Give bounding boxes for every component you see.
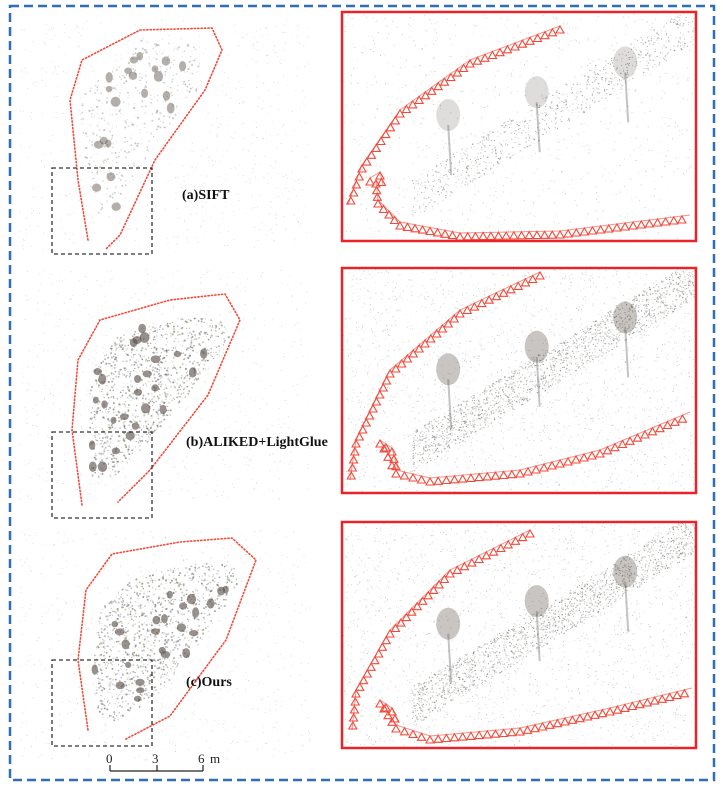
inset-box-aliked [52, 432, 152, 518]
point-clouds [20, 20, 311, 761]
cloud-ours [20, 530, 311, 761]
zoom-view-aliked [341, 255, 706, 493]
trajectory-sift [70, 28, 222, 250]
scale-tick-6: 6 [198, 751, 205, 766]
zoom-view-sift [342, 0, 707, 241]
scale-tick-0: 0 [106, 751, 113, 766]
label-ours: (c)Ours [186, 675, 232, 691]
cloud-sift [20, 20, 310, 250]
scale-tick-3: 3 [152, 751, 159, 766]
scale-unit: m [210, 751, 220, 766]
zoomed-views [341, 0, 706, 748]
trajectory-ours [78, 538, 256, 740]
scale-bar: 0 3 6 m [106, 751, 220, 771]
inset-box-sift [52, 168, 152, 254]
cloud-aliked [20, 270, 311, 501]
outer-dashed-frame [10, 6, 714, 780]
label-sift: (a)SIFT [182, 188, 229, 204]
zoom-view-ours [342, 511, 707, 749]
label-aliked: (b)ALIKED+LightGlue [186, 435, 328, 451]
